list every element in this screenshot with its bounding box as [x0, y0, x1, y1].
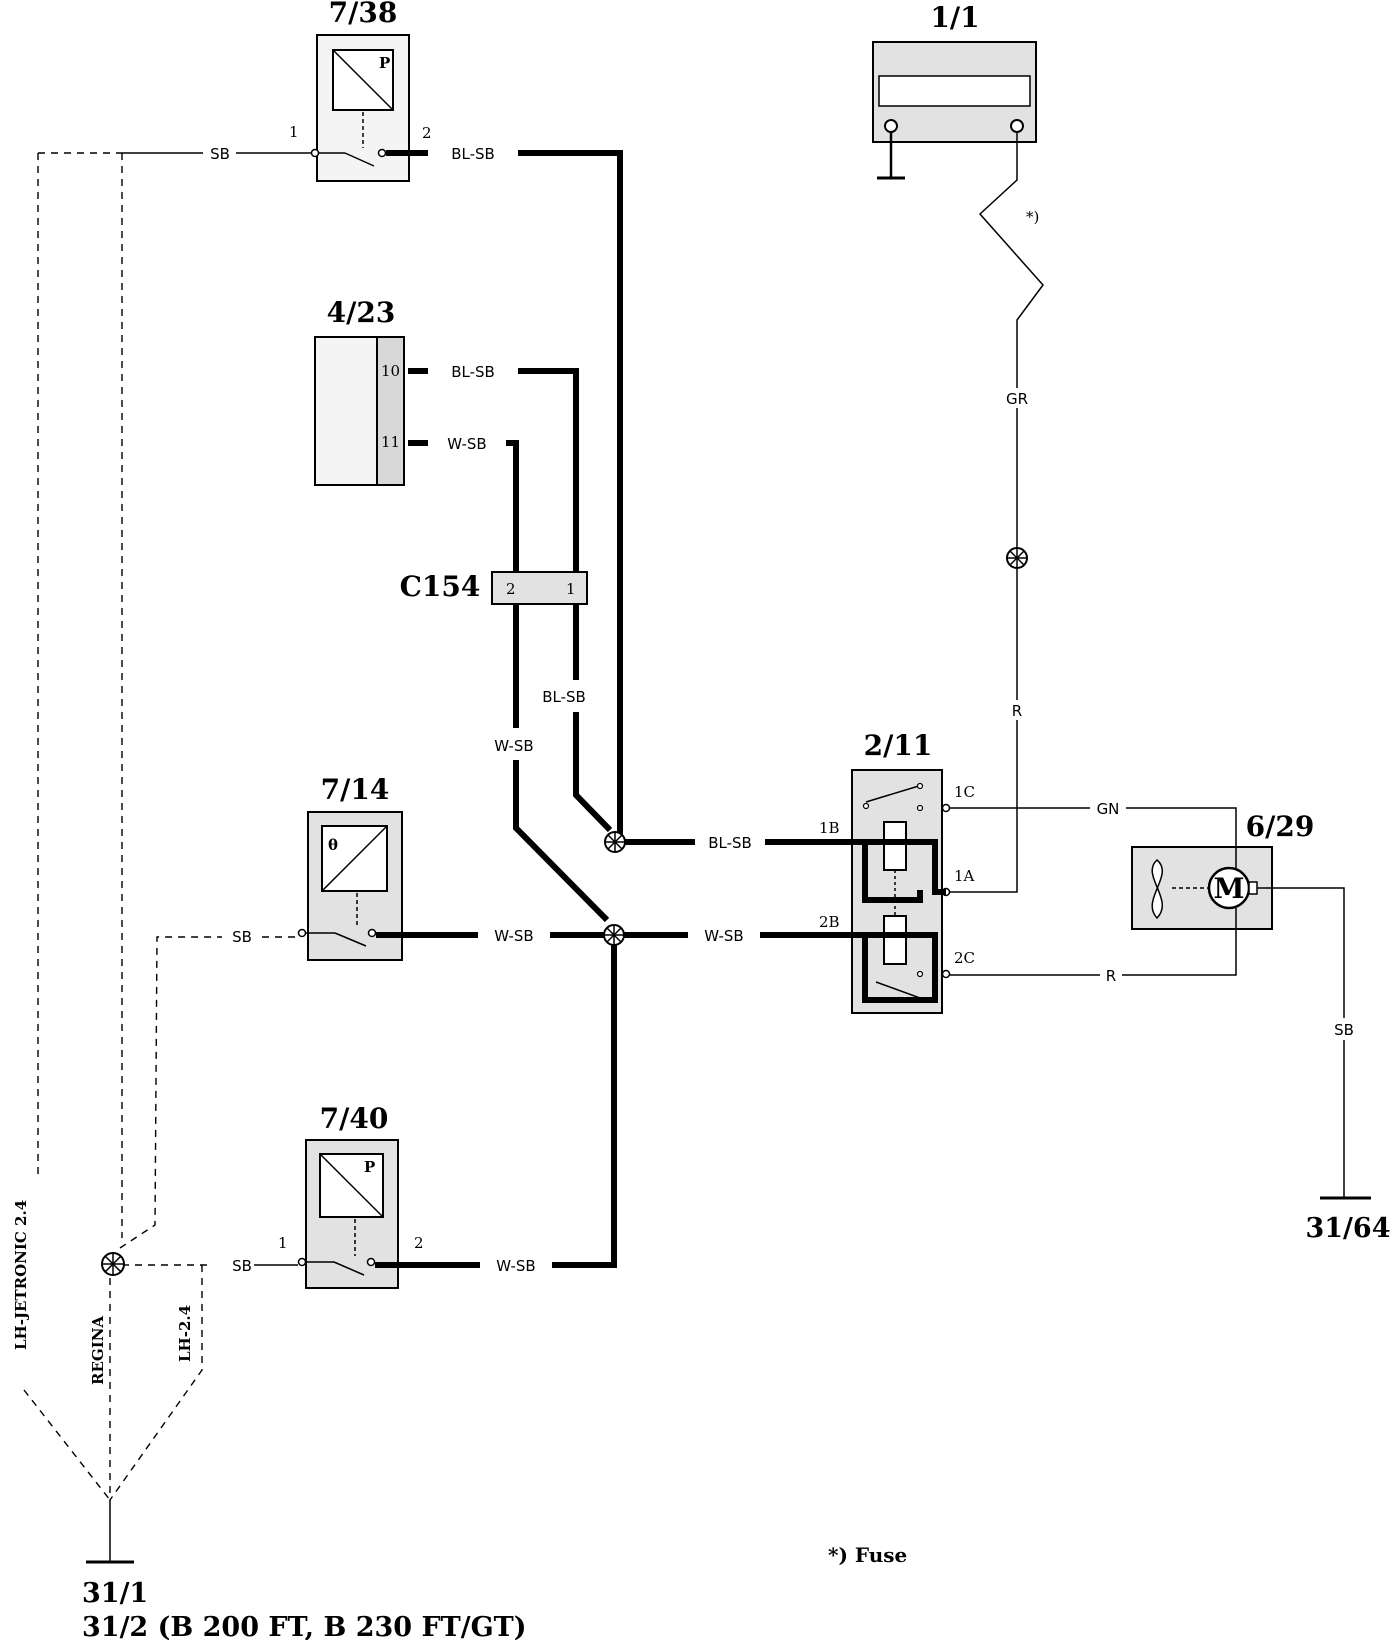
label-7-40: 7/40: [320, 1102, 389, 1135]
ground-label-31-64: 31/64: [1305, 1213, 1390, 1244]
label-c154: C154: [400, 570, 481, 603]
component-2-11-relay: [851, 769, 951, 1014]
label-2-11: 2/11: [864, 729, 933, 762]
pin-relay-2c: 2C: [954, 949, 975, 967]
label-4-23: 4/23: [327, 296, 396, 329]
junction-bl-sb: [604, 831, 626, 853]
variant-label-lh24: LH-2.4: [176, 1305, 194, 1362]
pin-7-40-2: 2: [414, 1234, 424, 1252]
variant-label-regina: REGINA: [89, 1316, 107, 1385]
pressure-symbol-2: P: [364, 1158, 375, 1176]
wire-label: SB: [232, 1257, 252, 1275]
wire-label: BL-SB: [708, 834, 752, 852]
footnote: *) Fuse: [828, 1543, 907, 1567]
temperature-symbol: θ: [328, 836, 338, 854]
component-7-38: P: [310, 34, 410, 182]
wire-label: W-SB: [447, 435, 486, 453]
pin-c154-2: 2: [506, 580, 516, 598]
pin-relay-1b: 1B: [819, 819, 840, 837]
wire-label: SB: [210, 145, 230, 163]
component-4-23: [314, 336, 405, 486]
junction-w-sb: [603, 924, 625, 946]
pin-7-38-2: 2: [422, 124, 432, 142]
wire-label: BL-SB: [542, 688, 586, 706]
pin-relay-1c: 1C: [954, 783, 975, 801]
wire-label: R: [1012, 702, 1022, 720]
pin-7-38-1: 1: [289, 123, 299, 141]
ground-label-31-1: 31/1: [82, 1578, 148, 1609]
heavy-wires: [375, 150, 865, 1268]
pressure-symbol: P: [379, 54, 390, 72]
wire-labels: SB BL-SB BL-SB W-SB BL-SB W-SB BL-SB W-S…: [210, 145, 1354, 1275]
wire-label: BL-SB: [451, 363, 495, 381]
wire-label: W-SB: [496, 1257, 535, 1275]
connector-c154: [491, 571, 588, 605]
junction-gr: [1006, 547, 1028, 569]
wire-label: W-SB: [704, 927, 743, 945]
pin-4-23-10: 10: [381, 362, 400, 380]
fuse-marker: *): [1026, 208, 1039, 226]
wire-label: SB: [232, 928, 252, 946]
component-6-29-fan-motor: M: [1131, 846, 1273, 930]
wire-label: W-SB: [494, 927, 533, 945]
wire-label: GR: [1006, 390, 1028, 408]
label-6-29: 6/29: [1246, 810, 1315, 843]
thin-wires: [86, 133, 1371, 1564]
component-7-40: P: [297, 1139, 399, 1289]
pin-relay-1a: 1A: [954, 867, 975, 885]
pin-7-40-1: 1: [278, 1234, 288, 1252]
wire-label: SB: [1334, 1021, 1354, 1039]
label-7-14: 7/14: [321, 773, 390, 806]
fan-icon: [1151, 859, 1164, 920]
pin-c154-1: 1: [566, 580, 576, 598]
variant-label-lh-jetronic: LH-JETRONIC 2.4: [12, 1200, 30, 1350]
label-7-38: 7/38: [329, 0, 398, 29]
ground-label-31-2: 31/2 (B 200 FT, B 230 FT/GT): [82, 1612, 527, 1640]
dashed-wires: [23, 152, 298, 1501]
wire-label: W-SB: [494, 737, 533, 755]
pin-4-23-11: 11: [381, 433, 400, 451]
component-1-1-battery: [872, 41, 1037, 180]
wire-label: GN: [1097, 800, 1120, 818]
motor-symbol: M: [1214, 872, 1245, 905]
label-1-1: 1/1: [930, 1, 979, 34]
junction-ground-splice: [101, 1252, 125, 1276]
wire-label: BL-SB: [451, 145, 495, 163]
wire-label: R: [1106, 967, 1116, 985]
pin-relay-2b: 2B: [819, 913, 840, 931]
